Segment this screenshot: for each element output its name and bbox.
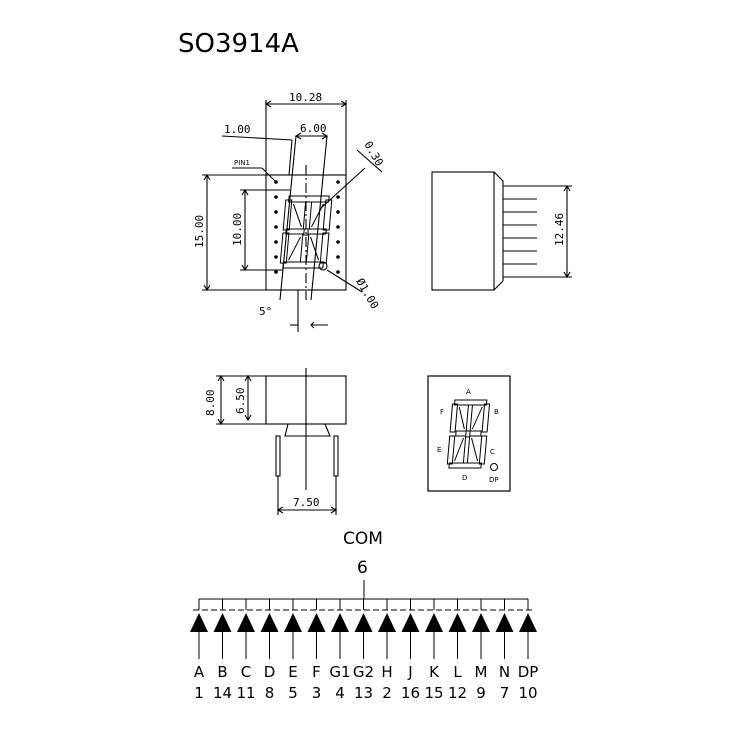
diode-symbol	[284, 613, 302, 632]
height-label: 15.00	[193, 215, 206, 248]
side-view	[431, 171, 572, 291]
top-view	[202, 100, 383, 332]
segment-name-10: K	[429, 663, 440, 681]
diode-symbol	[448, 613, 467, 632]
total-height-label: 8.00	[204, 390, 217, 417]
segment-name-4: E	[288, 663, 297, 681]
seg-label-b: B	[494, 408, 499, 416]
pin-number-13: 7	[500, 684, 510, 702]
segment-name-6: G1	[329, 663, 350, 681]
pin-dots	[274, 180, 340, 274]
diode-symbol	[190, 613, 208, 632]
seg-label-dp: DP	[489, 476, 499, 484]
diode-symbol	[237, 613, 255, 632]
pin1-label: PIN1	[234, 159, 250, 167]
pitch-label: 7.50	[293, 496, 320, 509]
segment-name-9: J	[407, 663, 412, 681]
diode-symbol	[519, 613, 537, 632]
digit-segments-top	[279, 195, 333, 269]
segment-name-3: D	[264, 663, 276, 681]
body-height-label: 6.50	[234, 388, 247, 415]
dp-dot	[490, 463, 498, 471]
pin-span-label: 12.46	[553, 213, 566, 246]
segment-name-11: L	[453, 663, 462, 681]
diode-symbol	[401, 613, 420, 632]
segment-name-2: C	[241, 663, 251, 681]
digit-height-label: 10.00	[231, 213, 244, 246]
pin-number-2: 11	[236, 684, 255, 702]
com-label: COM	[343, 529, 383, 549]
seg-label-c: C	[490, 448, 495, 456]
front-view	[216, 368, 347, 515]
pin-number-0: 1	[194, 684, 204, 702]
diode-symbol	[213, 613, 232, 632]
diode-symbol	[378, 613, 396, 632]
segment-name-0: A	[194, 663, 205, 681]
pin-number-6: 4	[335, 684, 345, 702]
diode-symbol	[354, 613, 373, 632]
diode-symbol	[307, 613, 326, 632]
segment-name-5: F	[312, 663, 321, 681]
diode-symbol	[495, 613, 514, 632]
pin-number-5: 3	[312, 684, 322, 702]
pin-number-11: 12	[448, 684, 467, 702]
slant-label: 5°	[259, 305, 272, 318]
seg-label-d: D	[462, 474, 467, 482]
segment-name-1: B	[217, 663, 227, 681]
seg-label-a: A	[466, 388, 471, 396]
pin-number-3: 8	[265, 684, 275, 702]
pin-number-9: 16	[401, 684, 420, 702]
segment-width-label: 0.30	[361, 139, 386, 168]
segment-name-13: N	[499, 663, 510, 681]
segment-name-14: DP	[518, 663, 539, 681]
pin-number-8: 2	[382, 684, 392, 702]
schematic-diagram: A 1B 14 C 11 D 8E 5F 3 G1 4 G2 13 H 2J 16 K 15 L 12 M 9N 7 DP 10	[190, 580, 538, 702]
part-number-title: SO3914A	[178, 29, 299, 59]
seg-label-f: F	[440, 408, 444, 416]
segment-map	[427, 375, 511, 492]
pin-number-7: 13	[354, 684, 373, 702]
dp-diameter-label: Ø1.00	[353, 276, 381, 311]
pin-number-12: 9	[476, 684, 486, 702]
pin-number-1: 14	[213, 684, 232, 702]
pin-number-4: 5	[288, 684, 298, 702]
digit-width-label: 6.00	[300, 122, 327, 135]
offset-label: 1.00	[224, 123, 251, 136]
diode-symbol	[260, 613, 279, 632]
pin-number-10: 15	[424, 684, 443, 702]
pin-number-14: 10	[518, 684, 537, 702]
segment-name-12: M	[475, 663, 488, 681]
segment-name-7: G2	[353, 663, 374, 681]
width-label: 10.28	[289, 91, 322, 104]
diode-symbol	[472, 613, 490, 632]
diode-symbol	[425, 613, 443, 632]
com-pin-number: 6	[357, 558, 368, 578]
segment-name-8: H	[381, 663, 392, 681]
diode-symbol	[331, 613, 349, 632]
seg-label-e: E	[437, 446, 441, 454]
